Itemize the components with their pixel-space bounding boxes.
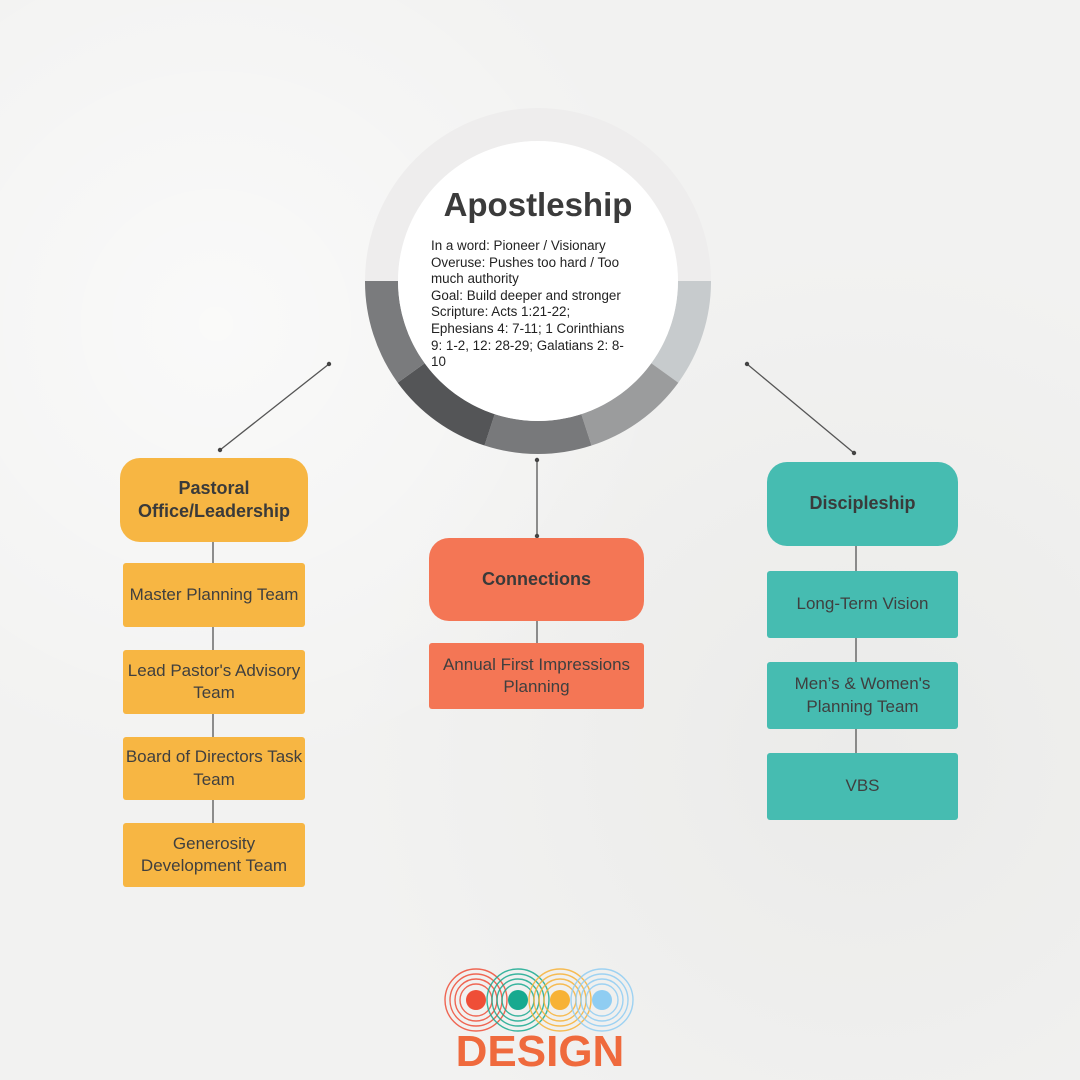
team-label: Master Planning Team <box>129 584 299 604</box>
branch-title: Discipleship <box>809 493 916 514</box>
logo-ring <box>580 978 624 1022</box>
connector-dot <box>534 533 540 539</box>
hub-line: Goal: Build deeper and stronger <box>431 287 621 303</box>
hub-description: In a word: Pioneer / Visionary Overuse: … <box>431 238 657 371</box>
ring-segment <box>365 108 711 281</box>
team-board-of-directors: Board of Directors Task Team <box>123 737 305 800</box>
logo-ring <box>575 973 629 1027</box>
logo-dot <box>508 990 528 1010</box>
hub-line: Overuse: Pushes too hard / Too <box>431 254 620 270</box>
ring-segment <box>397 363 495 446</box>
connector-dot <box>744 361 750 367</box>
logo-dot <box>466 990 486 1010</box>
ring-segment <box>365 281 425 383</box>
branch-title: Connections <box>481 568 591 589</box>
branch-pastoral-leadership: Pastoral Office/Leadership <box>120 458 308 542</box>
hub-line: In a word: Pioneer / Visionary <box>431 238 606 253</box>
team-long-term-vision: Long-Term Vision <box>767 571 958 638</box>
connector-dot <box>217 447 223 453</box>
hub-title: Apostleship <box>443 186 633 223</box>
logo-ring <box>570 968 634 1032</box>
hub-line: 10 <box>431 354 446 370</box>
hub-circle: Apostleship In a word: Pioneer / Visiona… <box>365 108 711 454</box>
team-lead-pastor-advisory: Lead Pastor's Advisory Team <box>123 650 305 714</box>
team-label: VBS <box>845 776 880 796</box>
hub-center <box>398 141 678 421</box>
logo-ring <box>528 968 592 1032</box>
connector-dot <box>534 457 540 463</box>
connector-hub-left <box>219 363 330 451</box>
design-logo: DESIGN <box>440 965 640 1076</box>
hub-line: Scripture: Acts 1:21-22; <box>431 304 571 320</box>
ring-segment <box>484 414 592 454</box>
logo-rings-icon <box>444 968 634 1032</box>
logo-ring <box>585 983 619 1017</box>
hub-line: 9: 1-2, 12: 28-29; Galatians 2: 8- <box>431 337 624 353</box>
hub-ring <box>365 108 711 454</box>
connector-hub-right <box>746 363 855 454</box>
team-generosity-development: Generosity Development Team <box>123 823 305 887</box>
team-label: Annual First Impressions Planning <box>442 654 631 696</box>
team-label: Lead Pastor's Advisory Team <box>127 660 301 702</box>
ring-segment <box>651 281 711 383</box>
team-label: Board of Directors Task Team <box>125 747 303 789</box>
connector-dot <box>851 450 857 456</box>
hub-line: Ephesians 4: 7-11; 1 Corinthians <box>431 320 625 336</box>
branch-connections: Connections <box>429 538 644 621</box>
logo-dot <box>592 990 612 1010</box>
branch-title: Pastoral Office/Leadership <box>137 477 291 521</box>
team-label: Men’s & Women's Planning Team <box>794 674 931 716</box>
branch-discipleship: Discipleship <box>767 462 958 546</box>
team-first-impressions: Annual First Impressions Planning <box>429 643 644 709</box>
logo-ring <box>444 968 508 1032</box>
connector-dot <box>326 361 332 367</box>
hub-line: much authority <box>431 271 519 287</box>
logo-dot <box>550 990 570 1010</box>
logo-wordmark: DESIGN <box>455 1027 625 1076</box>
team-label: Generosity Development Team <box>140 833 288 875</box>
team-vbs: VBS <box>767 753 958 820</box>
team-master-planning: Master Planning Team <box>123 563 305 627</box>
team-label: Long-Term Vision <box>796 594 929 614</box>
logo-ring <box>486 968 550 1032</box>
ring-segment <box>581 363 679 446</box>
team-mens-womens-planning: Men’s & Women's Planning Team <box>767 662 958 729</box>
